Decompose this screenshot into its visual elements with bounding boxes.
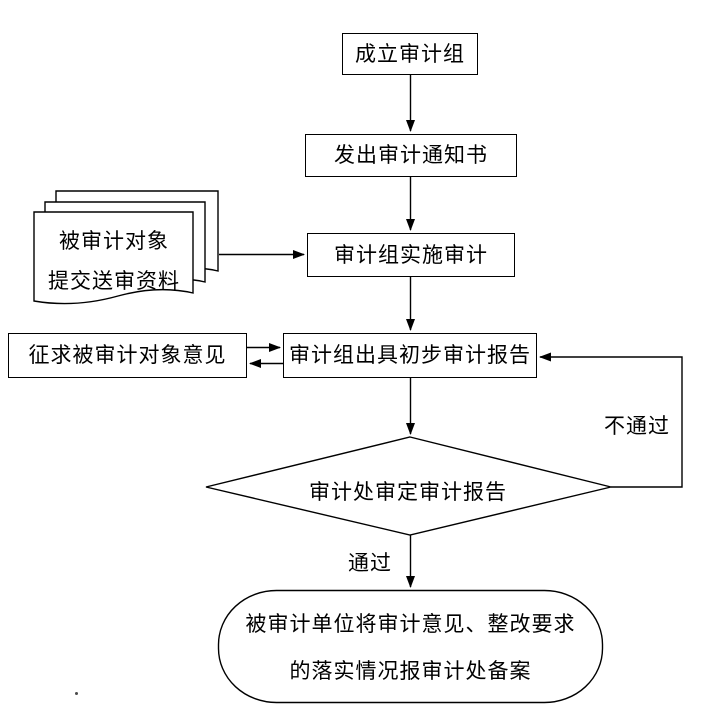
process-box-implement: 审计组实施审计 (307, 233, 515, 277)
decision-label-review: 审计处审定审计报告 (309, 480, 507, 504)
edge-label-pass: 通过 (348, 551, 392, 575)
stray-dot (75, 692, 78, 695)
terminator-label-line1: 被审计单位将审计意见、整改要求 (245, 612, 576, 636)
terminator-label-line2: 的落实情况报审计处备案 (289, 659, 532, 683)
process-box-draft-report: 审计组出具初步审计报告 (283, 333, 537, 378)
process-box-establish: 成立审计组 (342, 33, 478, 75)
edge-label-fail: 不通过 (604, 414, 670, 438)
terminator-shape (217, 589, 604, 704)
document-stack-label-line1: 被审计对象 (59, 229, 169, 253)
process-label-implement: 审计组实施审计 (334, 242, 488, 267)
document-stack-label-line2: 提交送审资料 (48, 269, 180, 293)
process-label-notice: 发出审计通知书 (334, 143, 488, 168)
process-box-notice: 发出审计通知书 (305, 134, 517, 177)
process-box-solicit: 征求被审计对象意见 (8, 333, 247, 378)
document-stack-shape (33, 190, 219, 305)
process-label-solicit: 征求被审计对象意见 (28, 343, 227, 368)
process-label-draft-report: 审计组出具初步审计报告 (289, 343, 531, 368)
terminator-label-filing: 被审计单位将审计意见、整改要求 的落实情况报审计处备案 (218, 590, 603, 703)
document-page-front (33, 211, 194, 305)
process-label-establish: 成立审计组 (355, 41, 465, 66)
arrow-review-loop-to-report (539, 352, 683, 488)
